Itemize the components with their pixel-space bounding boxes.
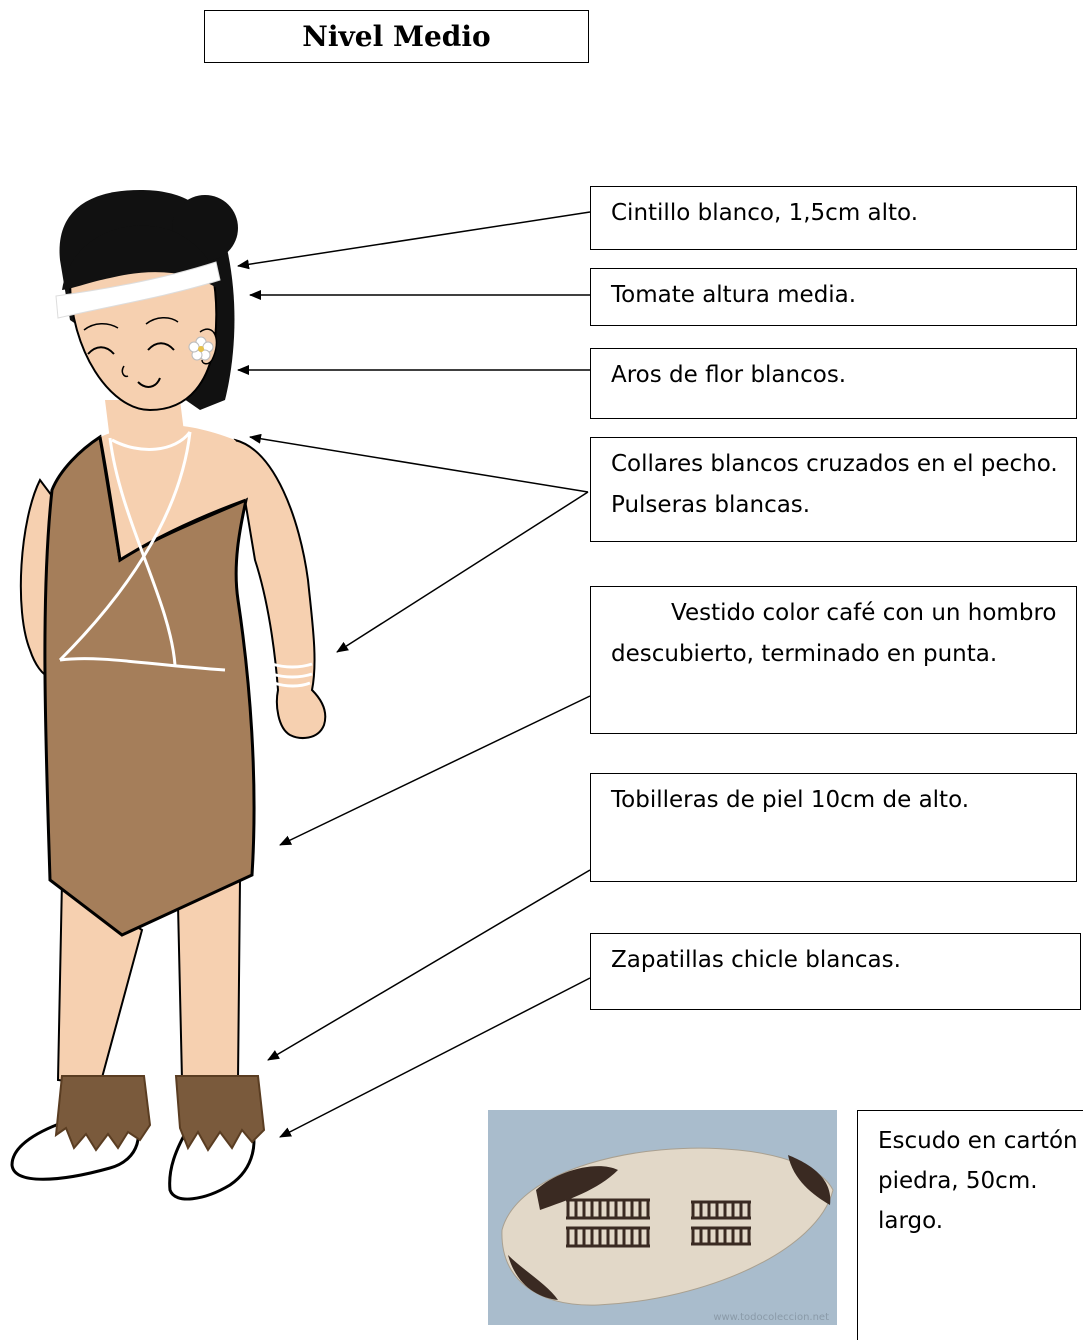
left-brow [83, 323, 119, 331]
necklace-right [58, 431, 192, 662]
dress-strap [98, 436, 247, 563]
flower-earring [188, 336, 214, 361]
page-title: Nivel Medio [204, 10, 589, 63]
note-collares: Collares blancos cruzados en el pecho. P… [590, 437, 1077, 542]
shield-pattern-left [566, 1198, 650, 1248]
arrow-cintillo [237, 211, 591, 270]
headband [55, 261, 221, 319]
note-tobilleras: Tobilleras de piel 10cm de alto. [590, 773, 1077, 882]
right-brow [145, 317, 179, 325]
note-cintillo: Cintillo blanco, 1,5cm alto. [590, 186, 1077, 250]
necklace-bottom [59, 657, 226, 672]
shield-patch-2 [788, 1155, 831, 1205]
right-eye [147, 342, 175, 351]
note-vestido: Vestido color café con un hombro descubi… [590, 586, 1077, 734]
left-fur [54, 1075, 152, 1152]
note-aros: Aros de flor blancos. [590, 348, 1077, 419]
shield-caption: Escudo en cartón piedra, 50cm. largo. [857, 1110, 1083, 1340]
shield-patch-1 [536, 1166, 618, 1210]
arrow-zapatillas [279, 977, 591, 1138]
nose [121, 365, 129, 378]
shield-pattern-right [691, 1200, 751, 1246]
right-arm [233, 438, 327, 739]
bracelet-2 [271, 672, 313, 679]
bracelet-3 [273, 681, 311, 688]
shield-image [501, 1147, 834, 1306]
arrow-pulseras [336, 491, 589, 653]
necklace-top [111, 431, 192, 451]
note-zapatillas: Zapatillas chicle blancas. [590, 933, 1081, 1010]
photo-credit: www.todocoleccion.net [713, 1312, 829, 1323]
note-tomate: Tomate altura media. [590, 268, 1077, 326]
arrow-vestido [279, 695, 591, 846]
arrow-tobilleras [267, 869, 591, 1061]
shield-photo: www.todocoleccion.net [488, 1110, 837, 1325]
right-fur [174, 1075, 266, 1152]
shield-body [501, 1147, 834, 1306]
bracelet-1 [271, 662, 313, 669]
mouth [137, 377, 161, 388]
arrow-collares [249, 433, 589, 493]
left-eye [87, 346, 115, 355]
shield-patch-3 [508, 1255, 558, 1300]
